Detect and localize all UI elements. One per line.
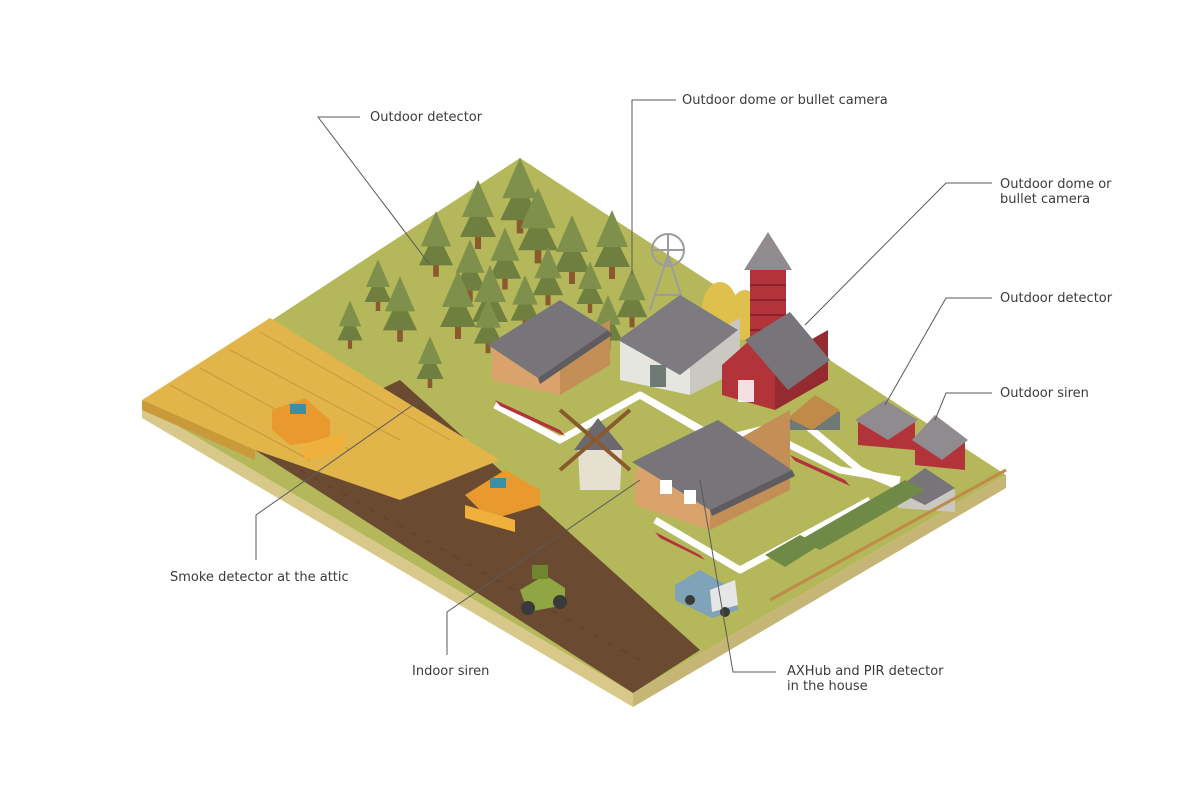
callout-outdoor-siren: Outdoor siren [1000,386,1089,401]
pine-tree [488,227,522,290]
main-house [632,410,795,530]
pine-tree [364,259,392,311]
callout-line: Smoke detector at the attic [170,570,349,585]
farmhouse-upper [488,300,612,395]
small-sheds [788,395,968,512]
pine-tree [382,276,418,342]
wind-pump [649,233,687,311]
leader-axhub [699,479,776,673]
callout-line: AXHub and PIR detector [787,664,944,679]
leader-lines [255,99,992,673]
pine-tree [594,210,630,279]
flower-beds [495,400,850,560]
ground-base [142,405,1006,707]
pine-tree [460,180,496,249]
pine-tree [518,187,558,264]
leader-indoor-siren [446,479,641,655]
pine-tree [473,298,503,354]
callout-outdoor-detector-right: Outdoor detector [1000,291,1112,306]
base-left-side [142,405,633,707]
combine-harvester-1 [272,398,345,460]
furrow-line [299,469,641,661]
garden-beds [765,480,925,567]
pine-tree [554,215,590,284]
pine-tree [440,270,476,339]
callout-line: Indoor siren [412,664,490,679]
pine-trees [337,157,648,388]
callout-line: Outdoor siren [1000,386,1089,401]
callout-line: Outdoor detector [1000,291,1113,306]
leader-camera-center [631,99,676,275]
pine-tree [576,261,604,313]
callout-line: bullet camera [1000,192,1091,207]
leader-outdoor-detector-right [884,297,992,406]
callout-smoke-detector: Smoke detector at the attic [170,570,349,585]
leader-smoke-detector [255,399,421,560]
callout-line: Outdoor dome or bullet camera [682,93,888,108]
callout-line: Outdoor dome or [1000,177,1112,192]
callout-axhub: AXHub and PIR detector in the house [787,664,944,694]
callout-camera-right: Outdoor dome or bullet camera [1000,177,1112,207]
base-right-side [633,475,1006,707]
leader-camera-right [804,182,992,326]
tractor [520,565,567,615]
pine-tree [616,268,648,328]
callout-outdoor-detector-forest: Outdoor detector [370,110,482,125]
leader-outdoor-detector-forest [316,116,431,266]
grain-windmill [558,408,632,490]
leader-outdoor-siren [934,392,992,421]
pine-tree [418,211,454,277]
callout-indoor-siren: Indoor siren [412,664,489,679]
callout-camera-center: Outdoor dome or bullet camera [682,93,888,108]
pickup-truck [675,570,738,618]
pine-tree [416,336,444,388]
wooden-fence [769,468,1007,602]
callout-line: in the house [787,679,868,694]
pine-tree [337,300,363,349]
combine-harvester-2 [465,470,540,532]
pine-tree [532,246,564,306]
callout-line: Outdoor detector [370,110,483,125]
red-barn [722,312,830,410]
